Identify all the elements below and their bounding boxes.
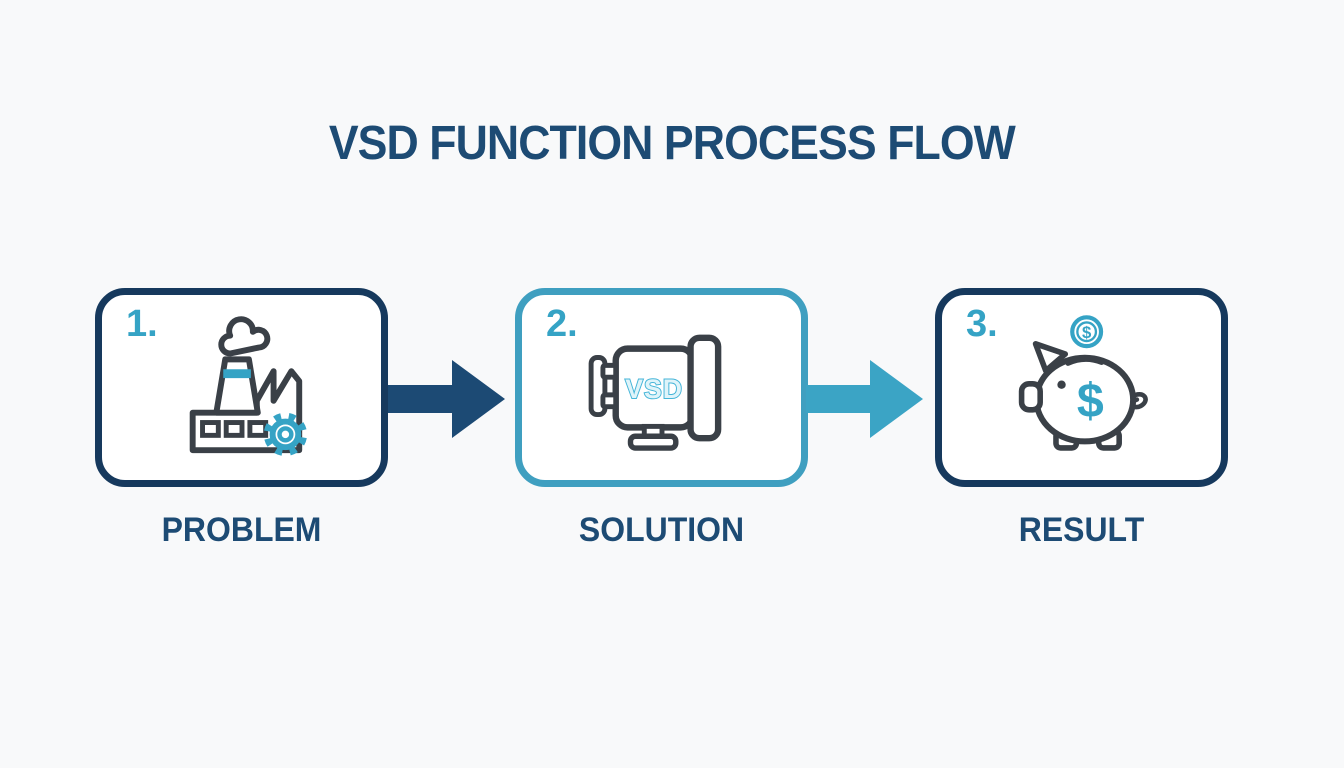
pig-snout <box>1018 380 1043 413</box>
arrow-problem-to-solution <box>388 360 505 438</box>
step-2-icon-holder: VSD <box>522 295 801 480</box>
step-number-1: 1. <box>126 303 158 345</box>
coin-icon: $ <box>1069 315 1103 349</box>
step-number-3: 3. <box>966 303 998 345</box>
step-number-2: 2. <box>546 303 578 345</box>
gear-icon <box>263 412 307 456</box>
step-box-result: 3. $ <box>935 288 1228 487</box>
chimney-band <box>222 368 251 378</box>
vsd-motor-icon: VSD <box>588 334 721 451</box>
arrow-solution-to-result <box>806 360 923 438</box>
factory-gear-icon <box>189 315 307 456</box>
title-row: VSD FUNCTION PROCESS FLOW <box>0 116 1344 171</box>
page-title: VSD FUNCTION PROCESS FLOW <box>328 117 1016 170</box>
coin-dollar: $ <box>1081 323 1091 342</box>
step-3-icon-holder: $ $ <box>942 295 1221 480</box>
piggy-bank-icon: $ $ <box>1018 315 1148 451</box>
step-box-problem: 1. <box>95 288 388 487</box>
coin-slot <box>1065 356 1104 366</box>
step-1-icon-holder <box>102 295 381 480</box>
step-label-result: RESULT <box>1018 511 1145 549</box>
pig-ear <box>1032 341 1068 374</box>
step-box-solution: 2. VSD <box>515 288 808 487</box>
vsd-label: VSD <box>625 373 683 403</box>
step-label-problem: PROBLEM <box>161 511 322 549</box>
smoke-cloud <box>217 315 270 356</box>
savings-dollar: $ <box>1076 374 1103 428</box>
pig-eye <box>1056 380 1066 389</box>
step-label-solution: SOLUTION <box>578 511 745 549</box>
